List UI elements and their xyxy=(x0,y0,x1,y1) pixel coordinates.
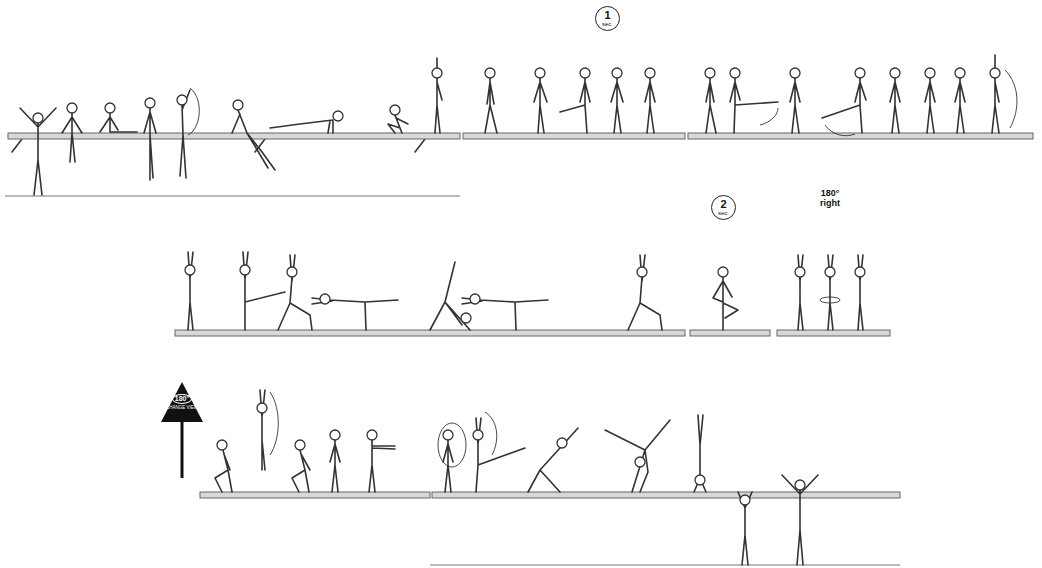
node-subtext: CHANGE VIEW xyxy=(166,405,198,410)
node-heading: 1 xyxy=(604,10,610,21)
beam xyxy=(8,133,1033,498)
gymnast-figure xyxy=(20,55,1017,565)
node-heading: 180° xyxy=(172,394,192,404)
arrow-shaft xyxy=(181,420,184,478)
turn-label: 180° right xyxy=(813,188,847,208)
ground-line xyxy=(5,196,900,565)
change-view-sign: 180°CHANGE VIEW xyxy=(161,382,203,422)
time-callout: 1sec. xyxy=(595,6,620,31)
time-callout: 2sec. xyxy=(711,195,736,220)
node-subtext: sec. xyxy=(602,21,613,27)
node-heading: 2 xyxy=(720,199,726,210)
node-subtext: sec. xyxy=(718,210,729,216)
